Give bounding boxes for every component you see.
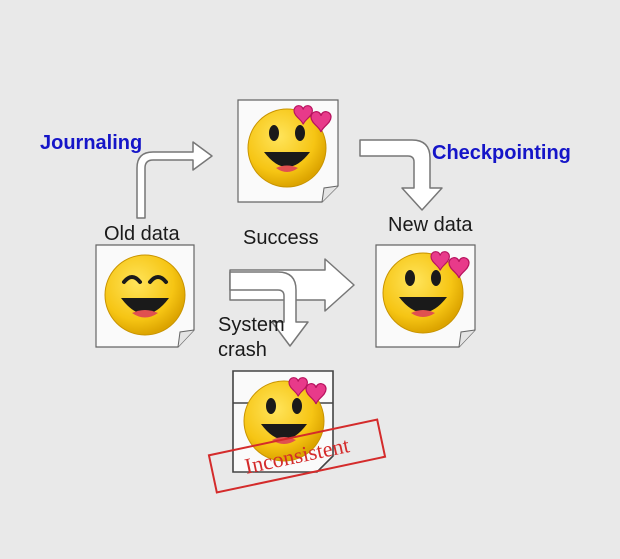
success-label: Success bbox=[243, 227, 319, 249]
new-data-label: New data bbox=[388, 214, 473, 236]
smiley-face-icon bbox=[247, 108, 327, 188]
system-crash-label-line1: System bbox=[218, 314, 285, 336]
checkpointing-label: Checkpointing bbox=[432, 142, 571, 164]
smiley-face-icon bbox=[382, 252, 464, 334]
journaling-arrow bbox=[136, 141, 213, 219]
inconsistent-document bbox=[232, 370, 334, 473]
journaling-label: Journaling bbox=[40, 132, 143, 154]
smiley-face-icon bbox=[104, 254, 186, 336]
crash-arrow bbox=[229, 271, 309, 347]
new-data-document bbox=[375, 244, 476, 348]
smiley-face-icon bbox=[243, 380, 325, 462]
checkpointing-arrow bbox=[359, 139, 443, 211]
old-data-label: Old data bbox=[104, 223, 180, 245]
journal-document bbox=[237, 99, 339, 203]
old-data-document bbox=[95, 244, 195, 348]
system-crash-label-line2: crash bbox=[218, 339, 267, 361]
